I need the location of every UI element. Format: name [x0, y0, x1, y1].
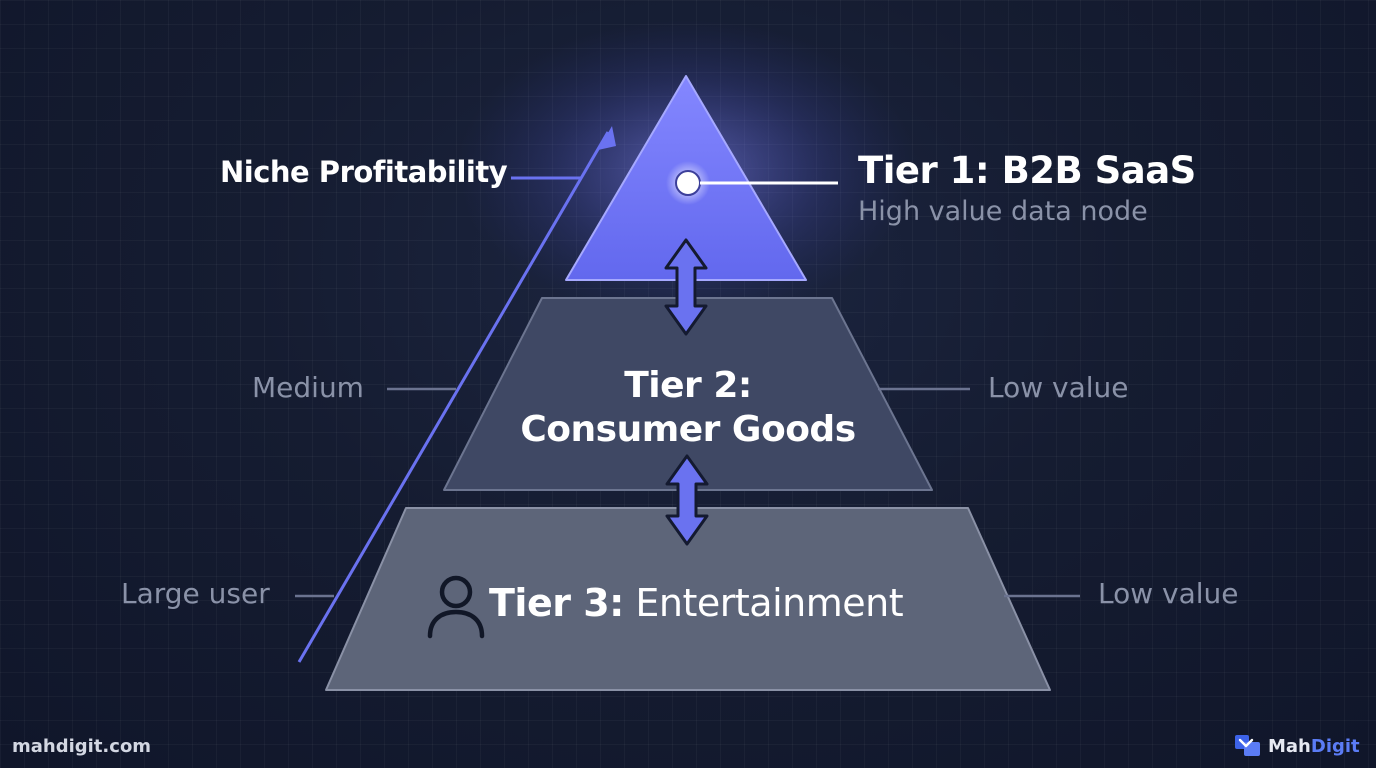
brand-name: MahDigit: [1268, 736, 1360, 757]
tier2-title-line1: Tier 2:: [624, 365, 752, 406]
user-icon: [427, 575, 485, 639]
tier3-block[interactable]: [325, 507, 1051, 691]
profitability-axis-line: [297, 131, 610, 663]
brand-logo-icon: [1235, 735, 1260, 756]
tier1-subtitle: High value data node: [858, 196, 1148, 227]
double-arrow-icon-1: [664, 238, 708, 336]
tier3-title: Tier 3: Entertainment: [489, 581, 904, 625]
tier3-title-bold: Tier 3:: [489, 581, 624, 625]
footer-url[interactable]: mahdigit.com: [12, 736, 152, 757]
brand-name-part2: Digit: [1310, 735, 1360, 757]
tier1-title: Tier 1: B2B SaaS: [858, 149, 1196, 192]
profitability-arrowhead: [598, 126, 616, 150]
brand-logo[interactable]: MahDigit: [1234, 733, 1360, 759]
tier2-title: Tier 2: Consumer Goods: [444, 364, 932, 452]
double-arrow-icon-2: [665, 454, 709, 546]
tier3-left-label: Large user: [121, 577, 270, 610]
tier3-title-rest: Entertainment: [623, 581, 904, 625]
data-node-icon[interactable]: [675, 170, 701, 196]
tier2-title-line2: Consumer Goods: [520, 409, 856, 450]
tier2-right-label: Low value: [988, 371, 1129, 404]
tier2-block[interactable]: [443, 297, 933, 491]
niche-profitability-label: Niche Profitability: [220, 155, 508, 189]
tier2-left-label: Medium: [252, 371, 364, 404]
tier3-right-label: Low value: [1098, 577, 1239, 610]
brand-name-part1: Mah: [1268, 735, 1311, 757]
